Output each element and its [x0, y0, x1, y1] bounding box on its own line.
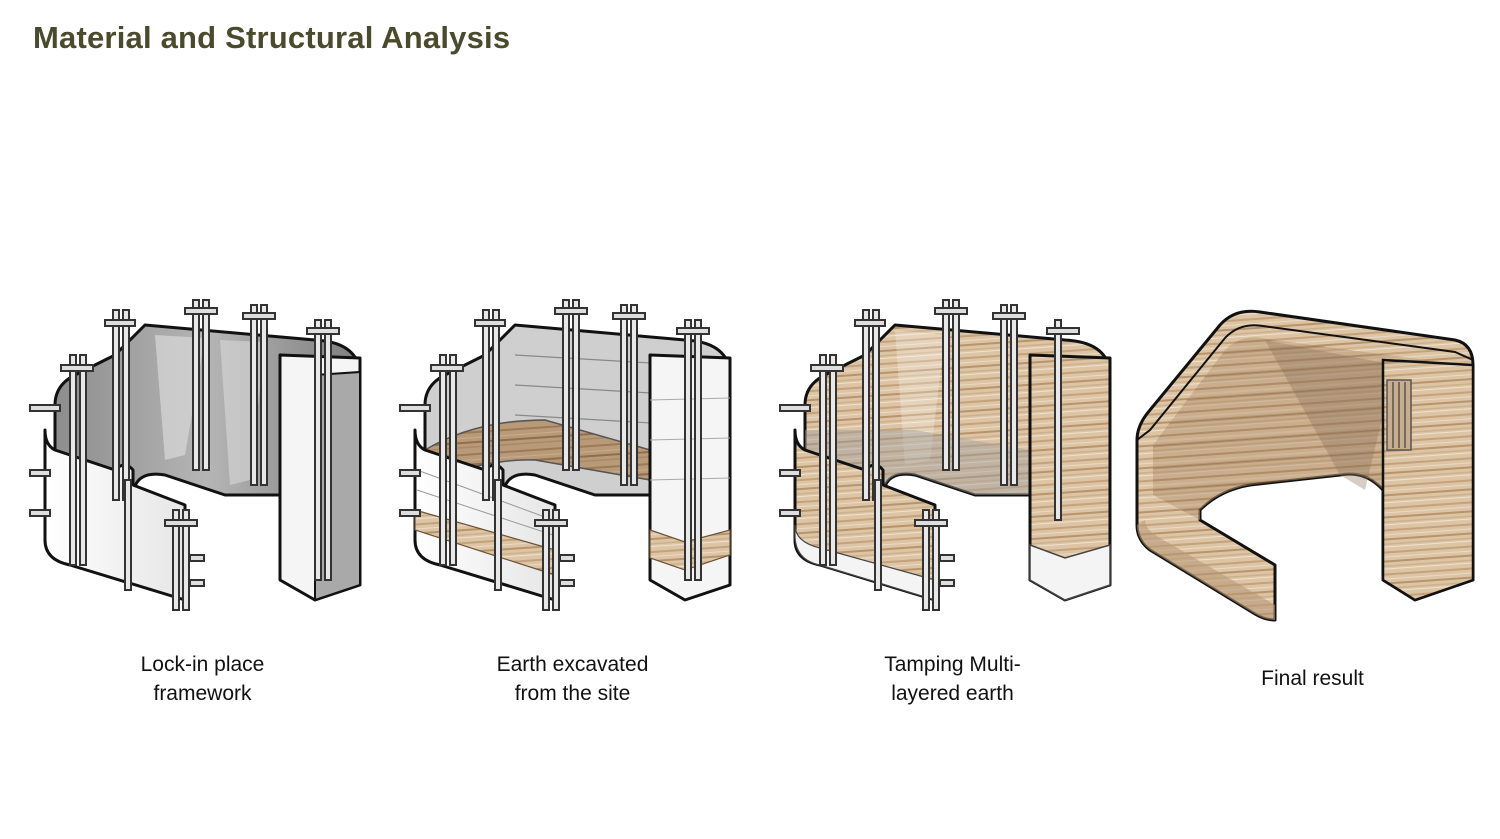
caption-line-2: from the site [514, 682, 631, 705]
caption-line-2: layered earth [891, 682, 1014, 705]
caption-line-1: Lock-in place [140, 653, 265, 676]
final-result-illustration [1135, 309, 1475, 622]
step-caption: Earth excavated from the site [385, 650, 760, 708]
step-earth-excavated: Earth excavated from the site [385, 0, 760, 839]
step-caption: Final result [1125, 664, 1500, 693]
step-caption: Lock-in place framework [15, 650, 390, 708]
step-caption: Tamping Multi- layered earth [765, 650, 1140, 708]
caption-line-1: Final result [1261, 667, 1364, 690]
caption-line-1: Tamping Multi- [884, 653, 1021, 676]
framework-illustration [29, 299, 362, 611]
excavation-illustration [399, 299, 732, 611]
caption-line-2: framework [153, 682, 252, 705]
step-lock-in-framework: Lock-in place framework [15, 0, 390, 839]
page-title: Material and Structural Analysis [33, 20, 511, 55]
step-tamping-earth: Tamping Multi- layered earth [765, 0, 1140, 839]
caption-line-1: Earth excavated [496, 653, 649, 676]
step-final-result: Final result [1125, 0, 1500, 839]
tamping-illustration [779, 299, 1112, 611]
